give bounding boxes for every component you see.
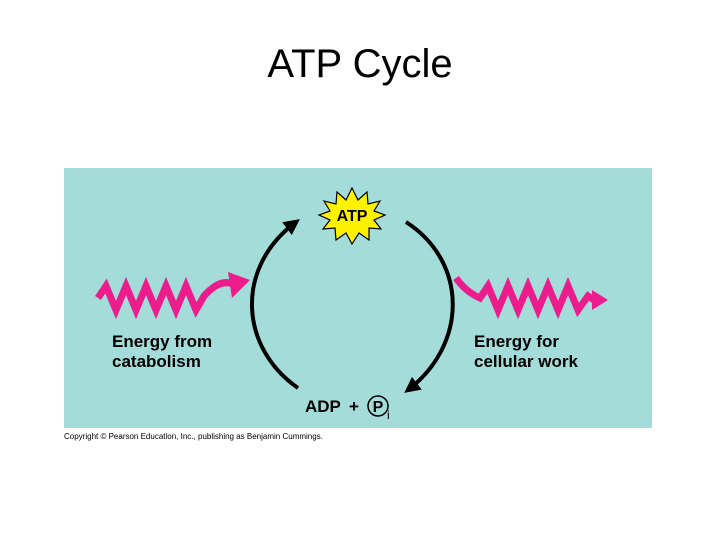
copyright-notice: Copyright © Pearson Education, Inc., pub… [64, 432, 323, 441]
energy-out-zigzag [453, 275, 596, 320]
slide-title: ATP Cycle [267, 42, 453, 86]
energy-in-arrow [95, 272, 250, 320]
plus-sign: + [349, 397, 359, 416]
phosphate-subscript: i [387, 408, 390, 422]
energy-in-zigzag [95, 276, 239, 320]
phosphate-circle-icon [367, 395, 389, 417]
energy-out-label: Energy for cellular work [474, 332, 578, 371]
energy-in-label: Energy from catabolism [112, 332, 213, 371]
atp-cycle-diagram: ATP ADP + P i Energy from catabolism Ene… [64, 168, 652, 428]
energy-out-arrowhead [592, 290, 608, 310]
energy-in-arrowhead [228, 272, 250, 298]
energy-out-arrow [453, 275, 608, 320]
synthesis-arc-arrow [250, 219, 300, 390]
adp-label: ADP [305, 397, 341, 416]
atp-label: ATP [337, 208, 368, 225]
phosphate-symbol: P [373, 399, 384, 416]
hydrolysis-arc-arrow [404, 220, 455, 393]
atp-burst-icon: ATP [317, 186, 387, 246]
adp-plus-phosphate: ADP + P i [305, 395, 390, 422]
atp-starburst [317, 186, 387, 246]
